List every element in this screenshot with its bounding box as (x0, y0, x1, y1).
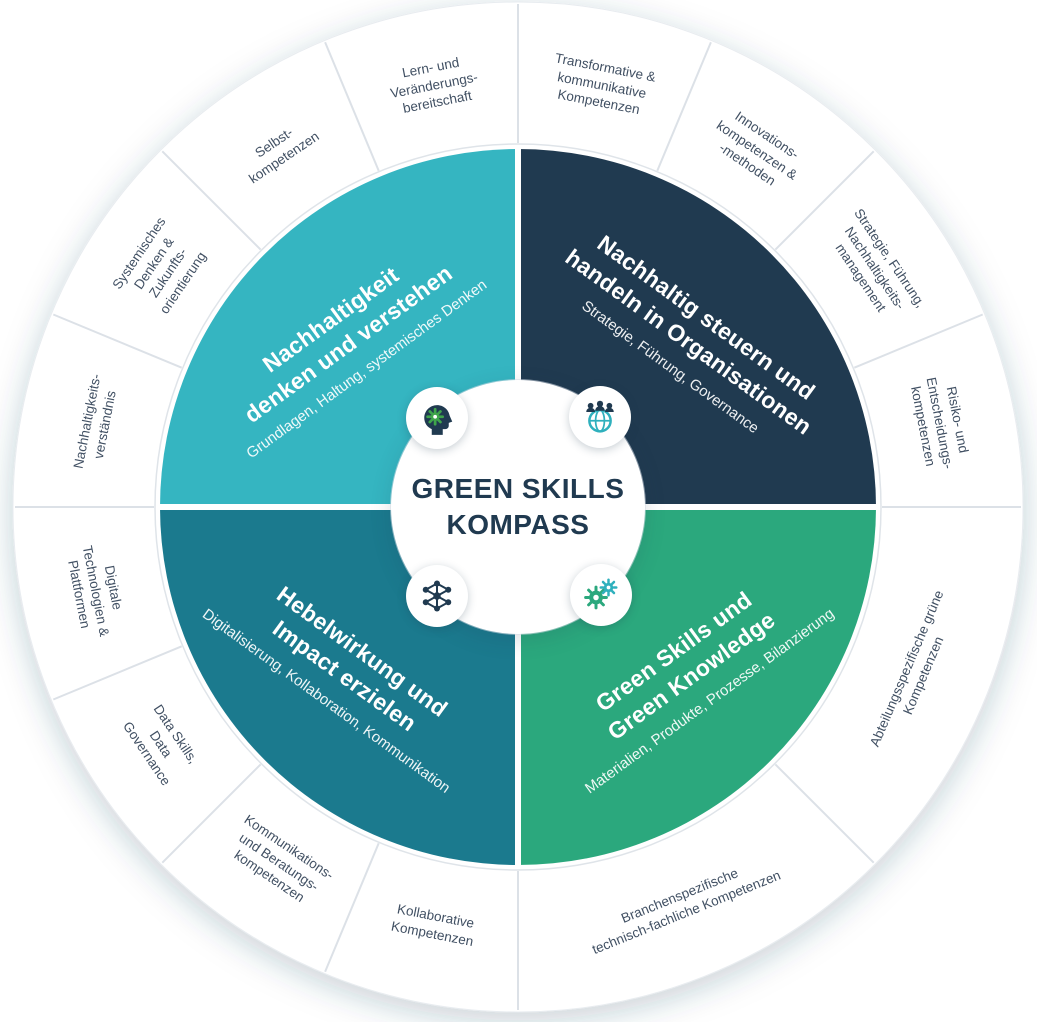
icon-bubble-top-right (569, 386, 631, 448)
gears-icon (584, 578, 618, 610)
team-globe-icon (586, 400, 614, 433)
icon-bubble-top-left (406, 387, 468, 449)
outer-ring-dividers (15, 4, 1021, 1010)
network-icon (422, 580, 452, 612)
center-title: GREEN SKILLS KOMPASS (411, 472, 625, 540)
inner-ring-border (154, 143, 882, 871)
icon-bubble-bottom-right (570, 564, 632, 626)
icon-bubble-bottom-left (406, 565, 468, 627)
head-gear-icon (424, 405, 453, 435)
